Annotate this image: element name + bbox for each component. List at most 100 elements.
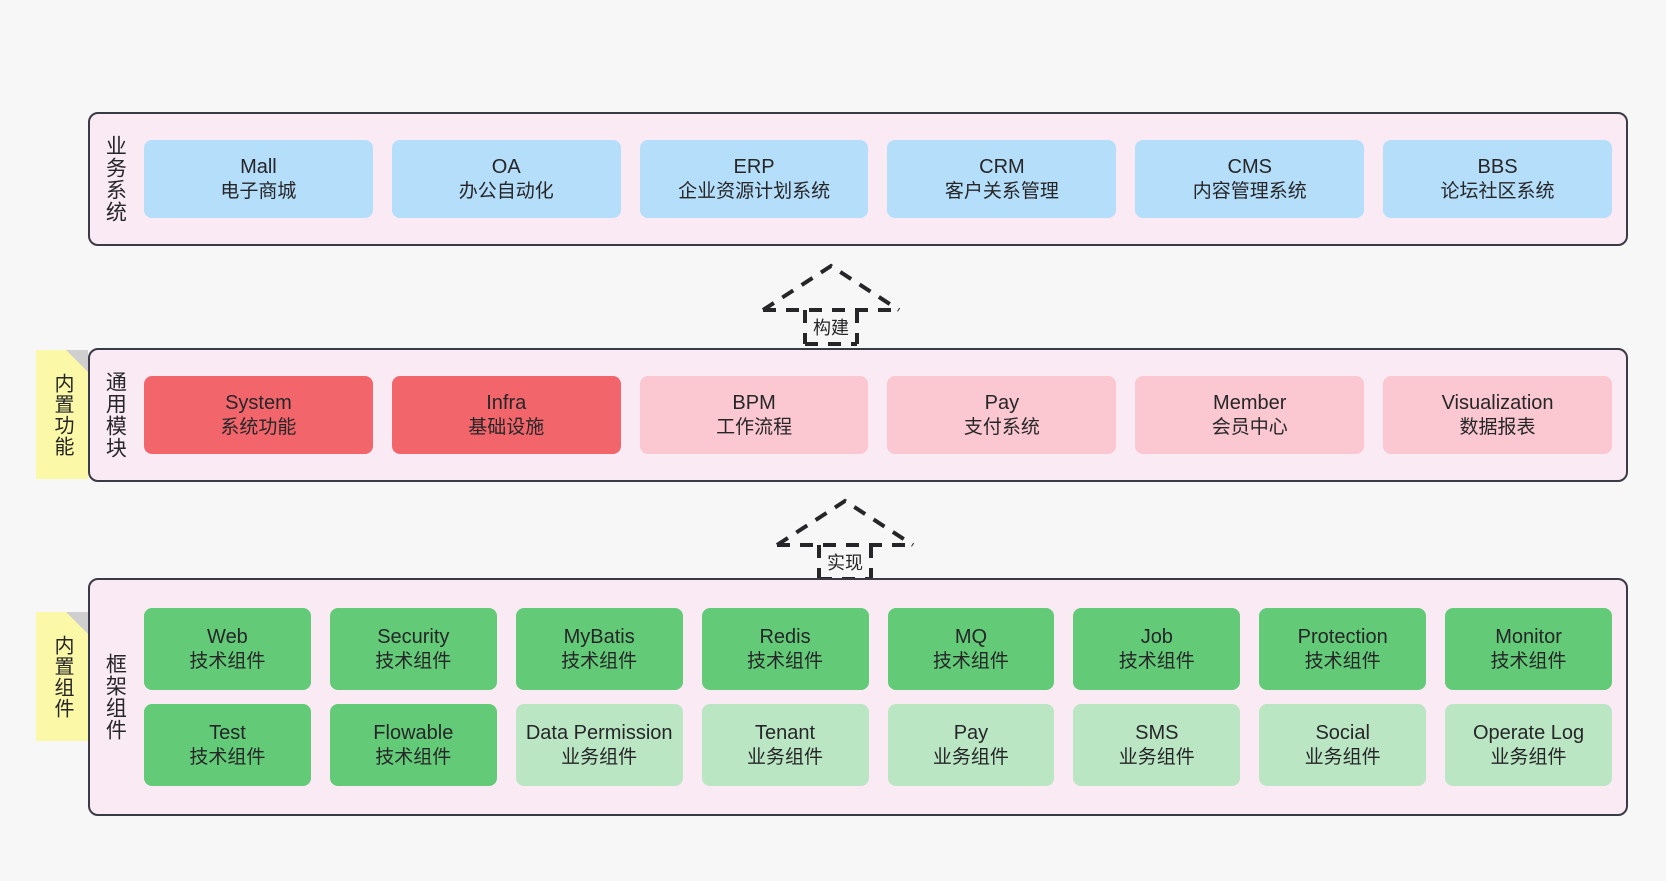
card-name: BBS [1477,155,1518,178]
card-social[interactable]: Social 业务组件 [1259,704,1427,786]
card-data-permission[interactable]: Data Permission 业务组件 [515,704,683,786]
card-cms[interactable]: CMS 内容管理系统 [1135,140,1365,218]
layer-title-common-module: 通用模块 [103,371,127,459]
card-row: Mall 电子商城 OA 办公自动化 ERP 企业资源计划系统 CRM 客户关系… [144,140,1612,218]
card-name: MQ [954,625,988,648]
card-subtitle: 业务组件 [932,746,1009,768]
card-subtitle: 系统功能 [220,416,297,438]
card-flowable[interactable]: Flowable 技术组件 [329,704,497,786]
card-redis[interactable]: Redis 技术组件 [701,608,869,690]
layer-title-business-system: 业务系统 [103,135,127,223]
card-name: Mall [240,155,277,178]
card-operate-log[interactable]: Operate Log 业务组件 [1445,704,1612,786]
card-subtitle: 技术组件 [1118,650,1195,672]
folded-corner-icon [66,612,88,634]
card-name: SMS [1135,721,1179,744]
card-pay-biz[interactable]: Pay 业务组件 [887,704,1055,786]
card-name: CRM [979,155,1025,178]
layer-framework-component: 框架组件 Web 技术组件 Security 技术组件 MyBatis 技术组件… [88,578,1628,816]
layer-body-common-module: System 系统功能 Infra 基础设施 BPM 工作流程 Pay 支付系统… [138,350,1626,480]
connector-label: 构建 [813,318,849,338]
card-subtitle: 业务组件 [1490,746,1567,768]
layer-body-business-system: Mall 电子商城 OA 办公自动化 ERP 企业资源计划系统 CRM 客户关系… [138,114,1626,244]
layer-common-module: 通用模块 System 系统功能 Infra 基础设施 BPM 工作流程 Pay… [88,348,1628,482]
card-visualization[interactable]: Visualization 数据报表 [1383,376,1612,454]
card-crm[interactable]: CRM 客户关系管理 [887,140,1117,218]
card-name: Visualization [1441,391,1554,414]
card-name: ERP [733,155,775,178]
note-builtin-features: 内置功能 [36,350,88,479]
card-system[interactable]: System 系统功能 [144,376,373,454]
card-name: Protection [1297,625,1388,648]
card-name: Tenant [755,721,816,744]
card-name: Job [1140,625,1173,648]
card-subtitle: 技术组件 [189,746,266,768]
card-name: Operate Log [1472,721,1585,744]
card-subtitle: 技术组件 [189,650,266,672]
card-name: Pay [984,391,1020,414]
card-name: Data Permission [525,721,673,744]
note-builtin-components: 内置组件 [36,612,88,741]
card-name: Web [207,625,248,648]
card-bpm[interactable]: BPM 工作流程 [639,376,869,454]
card-subtitle: 办公自动化 [458,180,554,202]
card-name: BPM [732,391,776,414]
card-test[interactable]: Test 技术组件 [144,704,311,786]
card-subtitle: 基础设施 [468,416,545,438]
card-bbs[interactable]: BBS 论坛社区系统 [1383,140,1612,218]
connector-implement: 实现 [771,497,919,581]
card-subtitle: 业务组件 [561,746,638,768]
card-name: CMS [1227,155,1272,178]
card-tenant[interactable]: Tenant 业务组件 [701,704,869,786]
card-infra[interactable]: Infra 基础设施 [391,376,621,454]
connector-label: 实现 [827,553,863,573]
card-name: OA [491,155,521,178]
card-subtitle: 电子商城 [220,180,297,202]
connector-build: 构建 [757,262,905,346]
card-subtitle: 业务组件 [1118,746,1195,768]
card-row: System 系统功能 Infra 基础设施 BPM 工作流程 Pay 支付系统… [144,376,1612,454]
card-subtitle: 技术组件 [747,650,824,672]
layer-business-system: 业务系统 Mall 电子商城 OA 办公自动化 ERP 企业资源计划系统 CRM… [88,112,1628,246]
card-erp[interactable]: ERP 企业资源计划系统 [639,140,869,218]
card-subtitle: 工作流程 [716,416,793,438]
layer-body-framework-component: Web 技术组件 Security 技术组件 MyBatis 技术组件 Redi… [138,580,1626,814]
card-job[interactable]: Job 技术组件 [1073,608,1241,690]
card-subtitle: 技术组件 [1304,650,1381,672]
card-subtitle: 技术组件 [375,650,452,672]
note-text: 内置组件 [51,634,73,719]
card-mq[interactable]: MQ 技术组件 [887,608,1055,690]
card-subtitle: 业务组件 [1304,746,1381,768]
card-subtitle: 技术组件 [375,746,452,768]
card-subtitle: 技术组件 [932,650,1009,672]
card-security[interactable]: Security 技术组件 [329,608,497,690]
card-subtitle: 客户关系管理 [944,180,1059,202]
card-pay[interactable]: Pay 支付系统 [887,376,1117,454]
card-name: Social [1315,721,1370,744]
generalization-arrow-icon [761,263,901,346]
card-monitor[interactable]: Monitor 技术组件 [1445,608,1612,690]
card-subtitle: 业务组件 [747,746,824,768]
card-subtitle: 数据报表 [1459,416,1536,438]
card-name: MyBatis [563,625,635,648]
card-subtitle: 论坛社区系统 [1440,180,1555,202]
card-mybatis[interactable]: MyBatis 技术组件 [515,608,683,690]
card-protection[interactable]: Protection 技术组件 [1259,608,1427,690]
card-member[interactable]: Member 会员中心 [1135,376,1365,454]
layer-title-framework-component: 框架组件 [103,653,127,741]
folded-corner-icon [66,350,88,372]
card-oa[interactable]: OA 办公自动化 [391,140,621,218]
card-subtitle: 技术组件 [561,650,638,672]
card-name: Pay [953,721,989,744]
card-sms[interactable]: SMS 业务组件 [1073,704,1241,786]
card-name: Security [377,625,450,648]
card-mall[interactable]: Mall 电子商城 [144,140,373,218]
card-name: Infra [486,391,527,414]
card-row: Web 技术组件 Security 技术组件 MyBatis 技术组件 Redi… [144,608,1612,690]
card-subtitle: 内容管理系统 [1192,180,1307,202]
card-web[interactable]: Web 技术组件 [144,608,311,690]
card-name: Redis [759,625,811,648]
card-name: Flowable [373,721,454,744]
note-text: 内置功能 [51,372,73,457]
